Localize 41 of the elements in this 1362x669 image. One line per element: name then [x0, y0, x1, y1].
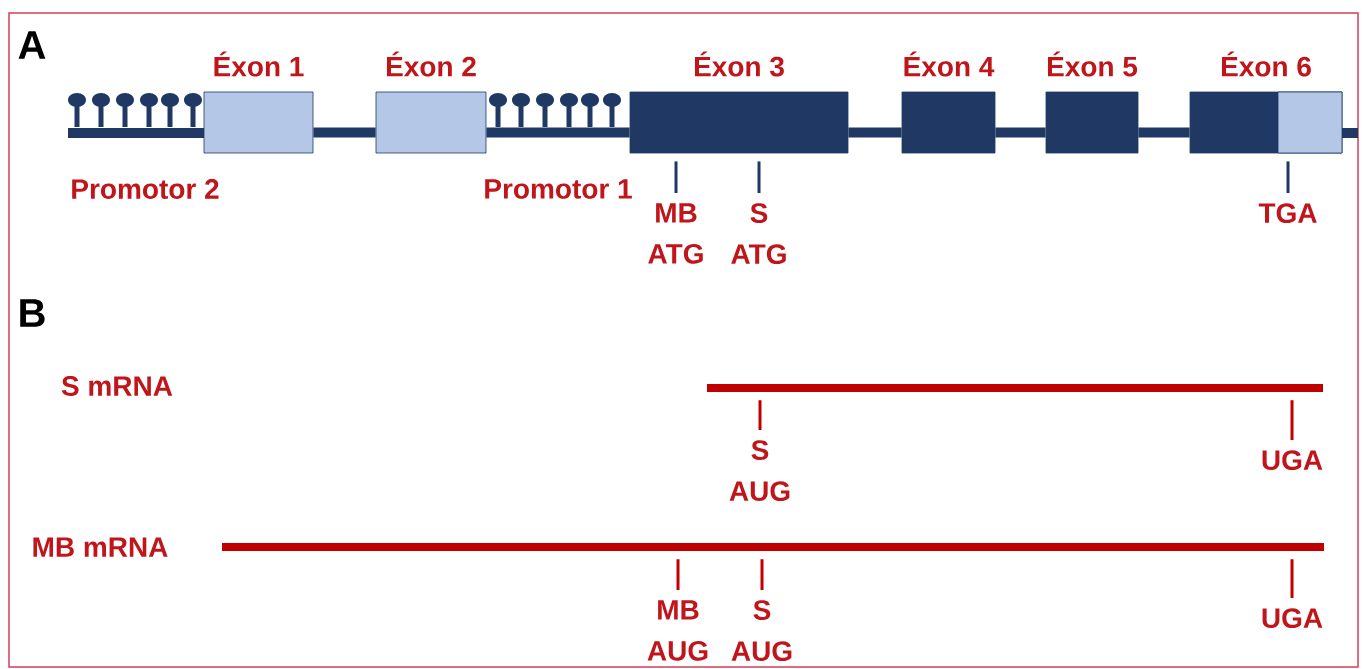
node-label: Éxon 2 [386, 51, 476, 77]
intron-line [995, 127, 1046, 138]
leader-line [676, 559, 680, 590]
node-label: Éxon 5 [1047, 51, 1138, 77]
node-label: Éxon 3 [694, 51, 784, 77]
text-label: Promotor 1 [485, 179, 632, 199]
site-label: S AUG [729, 440, 790, 501]
exon-box: Éxon 5 [1045, 51, 1139, 154]
node-label: Éxon 1 [214, 51, 304, 77]
leader-line [757, 161, 761, 193]
mrna-bar [707, 384, 1323, 392]
panel-letter: A [18, 31, 46, 59]
text-label: S mRNA [61, 376, 173, 396]
panel-letter: B [20, 299, 45, 327]
site-label: MB AUG [647, 600, 708, 661]
site-label: S ATG [731, 203, 786, 264]
site-label: S AUG [731, 600, 792, 661]
intron-line [848, 127, 902, 138]
leader-line [674, 161, 678, 193]
leader-line [760, 559, 764, 590]
leader-line [1290, 400, 1294, 440]
intron-line [1138, 127, 1190, 138]
exon-box: Éxon 3 [629, 51, 849, 154]
site-label: UGA [1262, 450, 1323, 470]
leader-line [1286, 161, 1290, 193]
site-label: UGA [1262, 608, 1323, 629]
node-label: Éxon 6 [1221, 51, 1311, 77]
site-label: TGA [1258, 203, 1317, 223]
leader-line [1290, 559, 1294, 598]
site-label: MB ATG [648, 203, 703, 264]
exon-box: Éxon 6 [1189, 51, 1343, 154]
text-label: MB mRNA [33, 537, 168, 557]
mrna-bar [222, 543, 1324, 551]
intron-line [486, 127, 630, 138]
text-label: Promotor 2 [72, 179, 219, 199]
intron-line [313, 127, 376, 138]
exon-box: Éxon 4 [901, 51, 996, 154]
exon-box: Éxon 1 [203, 51, 314, 154]
node-label: Éxon 4 [904, 51, 995, 77]
exon-box: Éxon 2 [375, 51, 487, 154]
leader-line [758, 400, 762, 430]
